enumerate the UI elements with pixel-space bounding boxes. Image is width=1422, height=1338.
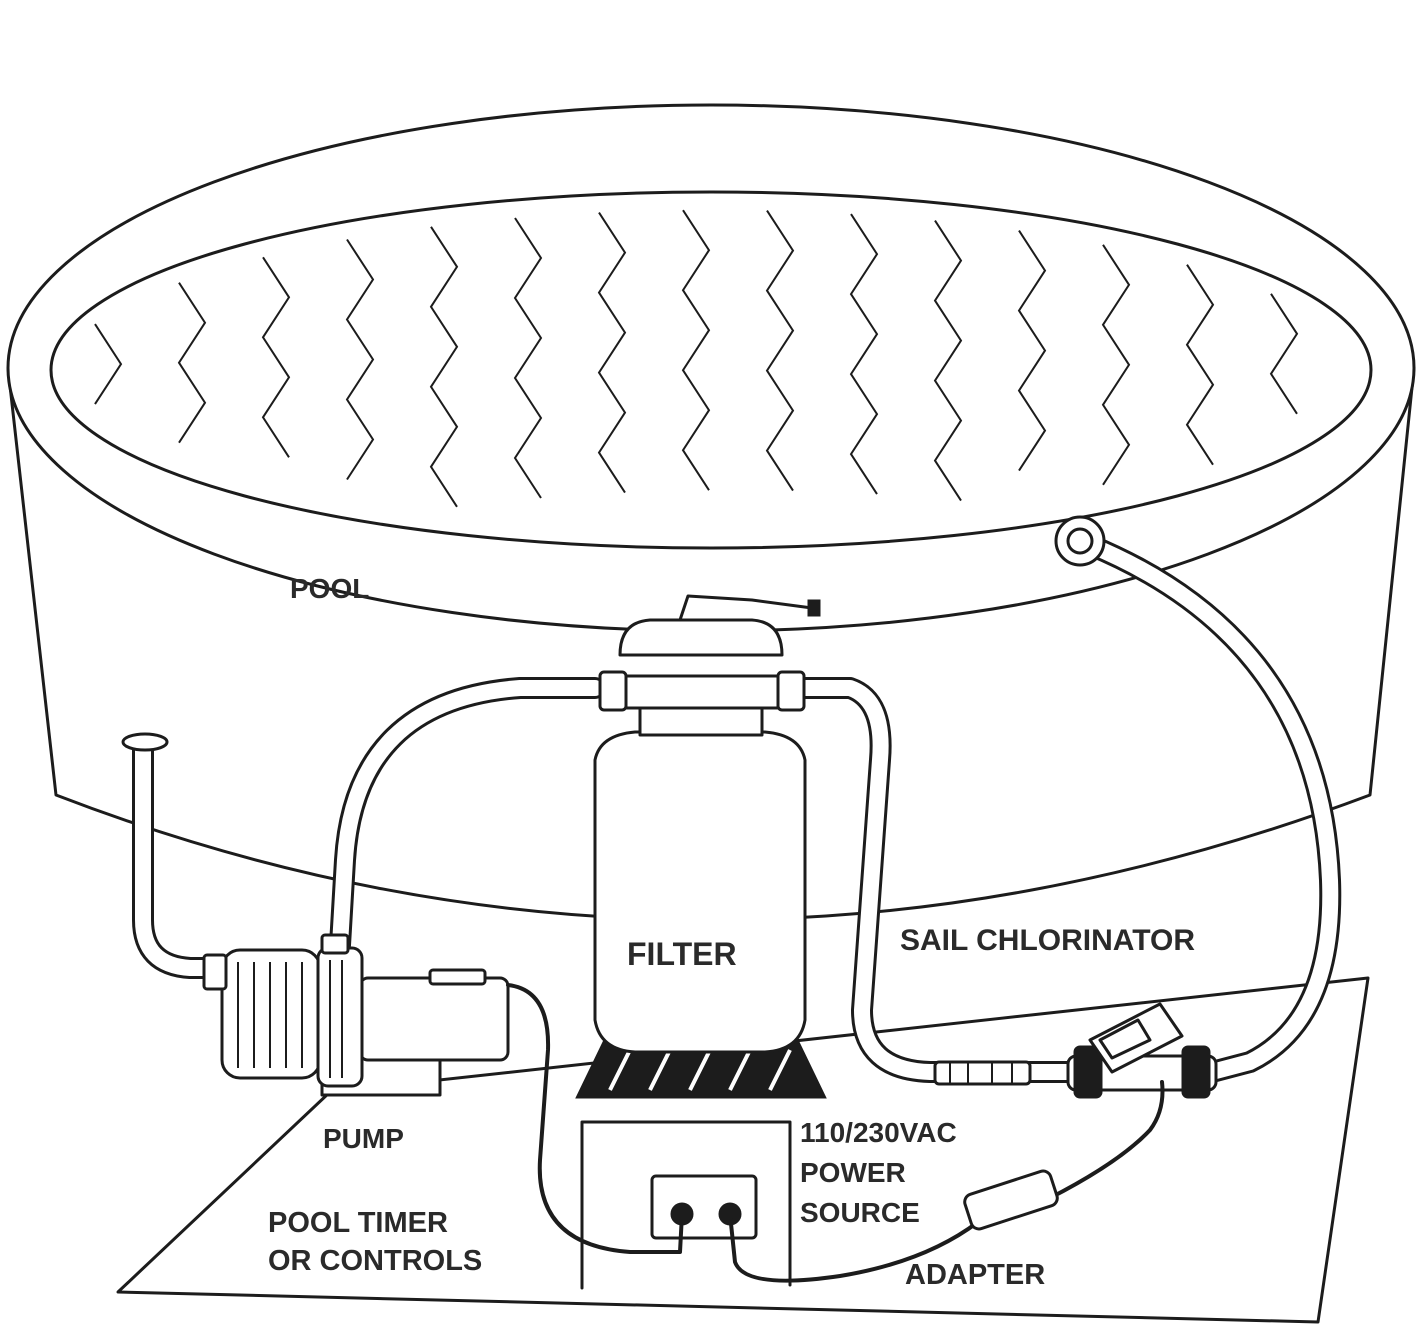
water-ripple xyxy=(429,226,459,508)
pool-timer-label-line1: POOL TIMER xyxy=(268,1207,448,1239)
electrical-cables xyxy=(506,983,1165,1283)
water-ripple xyxy=(513,217,543,499)
water-ripple xyxy=(1017,230,1047,472)
water-ripple xyxy=(849,213,879,495)
filter-label: FILTER xyxy=(627,936,737,972)
pump xyxy=(202,933,510,1097)
chlorinator-cell xyxy=(933,1002,1218,1099)
water-ripple xyxy=(1101,244,1131,486)
water-ripple xyxy=(94,323,123,405)
filter xyxy=(575,594,827,1099)
adapter-label: ADAPTER xyxy=(905,1259,1045,1291)
water-ripple xyxy=(1185,264,1215,466)
water-ripple xyxy=(261,256,291,458)
water-ripple xyxy=(345,238,375,481)
water-ripple xyxy=(177,282,207,444)
labels: POOL FILTER SAIL CHLORINATOR PUMP 110/23… xyxy=(268,573,1195,1291)
water-ripple xyxy=(765,210,795,492)
water-ripple xyxy=(681,209,711,491)
water-ripple xyxy=(933,220,963,502)
water-ripple xyxy=(597,212,627,494)
pump-label: PUMP xyxy=(323,1123,404,1154)
pump-inlet-pipe xyxy=(121,732,231,979)
filter-to-chlorinator-pipe xyxy=(789,677,1081,1083)
power-source-label-line3: SOURCE xyxy=(800,1197,920,1228)
pool-label: POOL xyxy=(290,573,369,604)
power-source-label-line2: POWER xyxy=(800,1157,906,1188)
power-source-label-line1: 110/230VAC xyxy=(800,1117,957,1148)
sail-chlorinator-label: SAIL CHLORINATOR xyxy=(900,924,1195,957)
pool-timer-label-line2: OR CONTROLS xyxy=(268,1245,482,1277)
water-ripple xyxy=(1269,293,1299,415)
pool-return-pipe xyxy=(1054,515,1342,1083)
pool-water-ripples xyxy=(94,209,1299,508)
pump-to-filter-pipe xyxy=(329,677,606,956)
